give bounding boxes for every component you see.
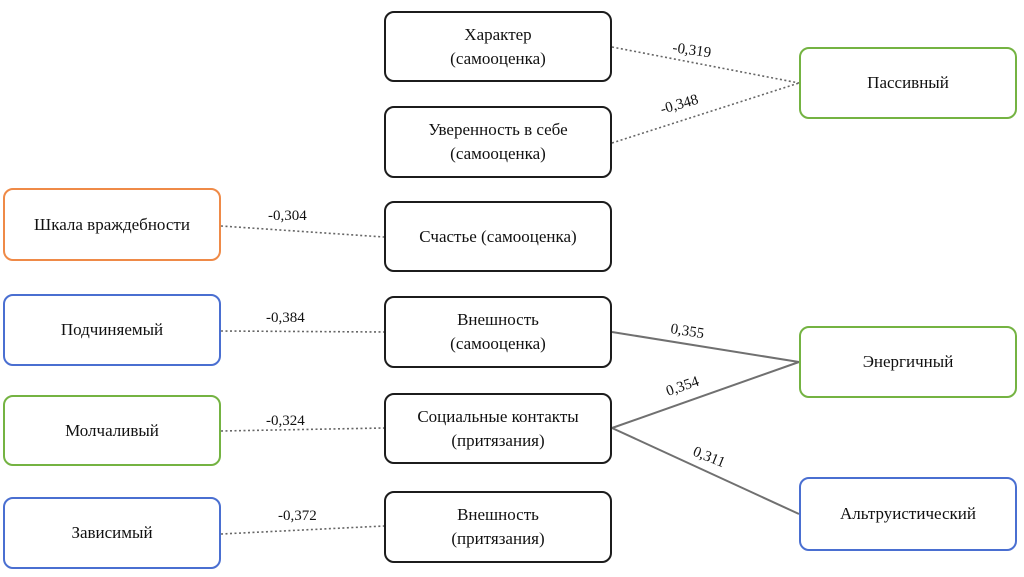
node-altruisticheskii-label: Альтруистический	[840, 504, 976, 523]
node-passivnyi: Пассивный	[799, 47, 1017, 119]
edge-socialnye-altruisticheskii	[611, 427, 800, 515]
edge-label-socialnye-energichnyi: 0,354	[664, 374, 702, 400]
node-energichnyi: Энергичный	[799, 326, 1017, 398]
edge-label-uverennost-passivnyi: -0,348	[659, 92, 701, 118]
edge-label-vneshnost_s-energichnyi: 0,355	[669, 321, 705, 342]
node-kharakter: Характер (самооценка)	[384, 11, 612, 82]
node-schastye: Счастье (самооценка)	[384, 201, 612, 272]
node-shkala-vrazhdebnosti: Шкала враждебности	[3, 188, 221, 261]
node-uverennost-label: Уверенность в себе (самооценка)	[428, 120, 568, 163]
edge-label-podchinyaemyi-vneshnost_s: -0,384	[266, 310, 305, 326]
edge-uverennost-passivnyi	[611, 82, 800, 144]
node-molchalivyi: Молчаливый	[3, 395, 221, 466]
edge-label-zavisimyi-vneshnost_p: -0,372	[278, 508, 317, 524]
node-altruisticheskii: Альтруистический	[799, 477, 1017, 551]
node-kharakter-label: Характер (самооценка)	[450, 24, 546, 68]
edge-vneshnost_s-energichnyi	[611, 331, 800, 363]
node-vneshnost-samootsenka-label: Внешность (самооценка)	[450, 310, 546, 353]
node-vneshnost-samootsenka: Внешность (самооценка)	[384, 296, 612, 368]
node-zavisimyi: Зависимый	[3, 497, 221, 569]
node-energichnyi-label: Энергичный	[862, 352, 954, 371]
node-uverennost: Уверенность в себе (самооценка)	[384, 106, 612, 178]
edge-shkala-schastye	[220, 225, 385, 238]
edge-socialnye-energichnyi	[611, 361, 800, 429]
edge-label-molchalivyi-socialnye: -0,324	[266, 413, 305, 429]
node-socialnye-kontakty-label: Социальные контакты (притязания)	[417, 406, 579, 450]
edge-kharakter-passivnyi	[611, 46, 800, 84]
node-podchinyaemyi: Подчиняемый	[3, 294, 221, 366]
node-zavisimyi-label: Зависимый	[71, 523, 153, 542]
edge-label-kharakter-passivnyi: -0,319	[671, 40, 712, 61]
node-vneshnost-prityazaniya: Внешность (притязания)	[384, 491, 612, 563]
edge-label-shkala-schastye: -0,304	[268, 208, 307, 224]
node-molchalivyi-label: Молчаливый	[65, 420, 159, 440]
edge-zavisimyi-vneshnost_p	[220, 525, 385, 535]
edge-molchalivyi-socialnye	[220, 427, 385, 432]
node-shkala-vrazhdebnosti-label: Шкала враждебности	[34, 214, 190, 234]
edge-podchinyaemyi-vneshnost_s	[220, 330, 385, 333]
node-socialnye-kontakty: Социальные контакты (притязания)	[384, 393, 612, 464]
node-schastye-label: Счастье (самооценка)	[419, 226, 577, 246]
node-podchinyaemyi-label: Подчиняемый	[60, 320, 164, 339]
node-passivnyi-label: Пассивный	[867, 73, 949, 92]
node-vneshnost-prityazaniya-label: Внешность (притязания)	[451, 505, 545, 548]
